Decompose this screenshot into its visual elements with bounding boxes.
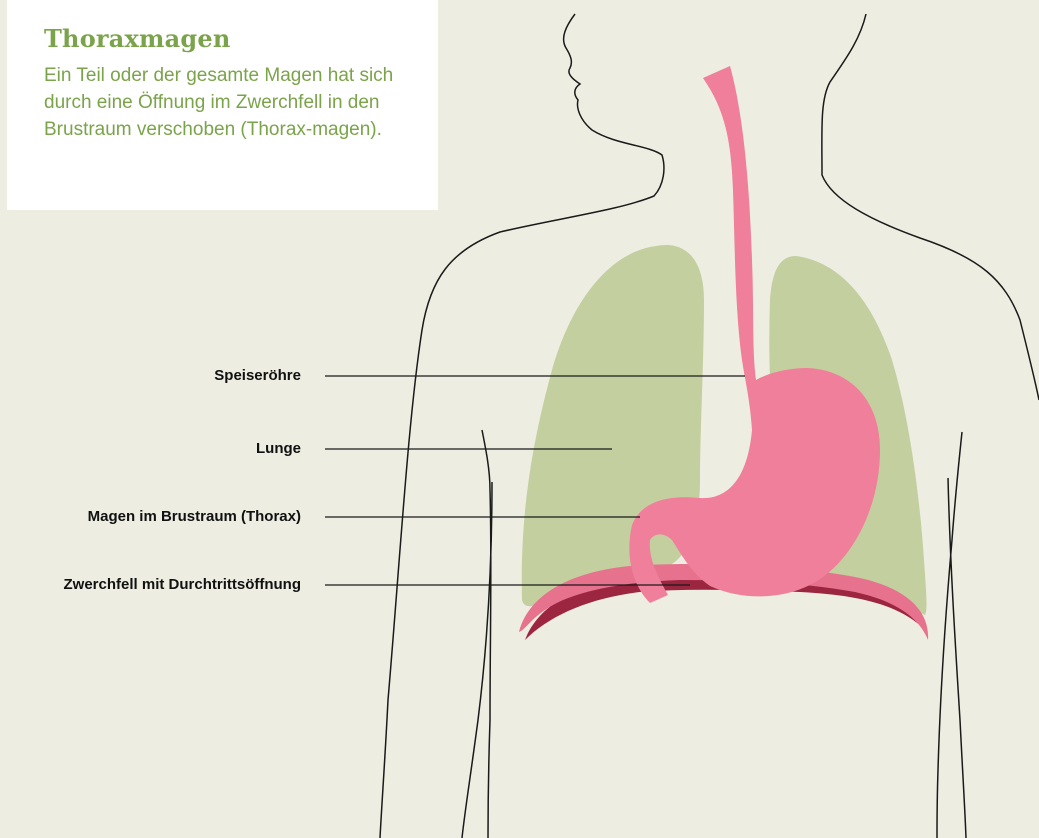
label-zwerchfell: Zwerchfell mit Durchtrittsöffnung: [64, 576, 302, 593]
info-text: Ein Teil oder der gesamte Magen hat sich…: [44, 62, 424, 143]
info-title: Thoraxmagen: [44, 24, 230, 53]
label-lunge: Lunge: [256, 440, 301, 457]
right-torso-line: [948, 478, 966, 838]
left-torso-line: [462, 482, 492, 838]
right-arm-inner: [937, 432, 962, 838]
label-speiseroehre: Speiseröhre: [214, 367, 301, 384]
body-outline: [380, 14, 1039, 838]
label-magen: Magen im Brustraum (Thorax): [88, 508, 301, 525]
left-lung: [522, 245, 704, 606]
info-box: Thoraxmagen Ein Teil oder der gesamte Ma…: [7, 0, 438, 210]
